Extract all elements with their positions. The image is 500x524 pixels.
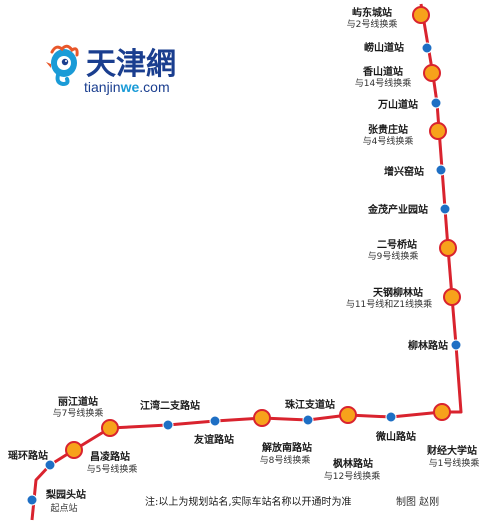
station-label-liyuantou: 梨园头站 — [45, 488, 86, 501]
station-marker-wanshan — [430, 97, 442, 109]
station-label-weikou: 微山路站 — [375, 430, 416, 443]
station-label-lijiang: 丽江道站 — [58, 395, 98, 408]
logo-domain-prefix: tianjin — [84, 79, 121, 95]
station-label-caijing: 财经大学站 — [426, 444, 477, 457]
station-marker-jinmao — [439, 203, 451, 215]
station-label-fenglin: 枫林路站 — [333, 457, 373, 470]
station-label-zhujiang: 珠江支道站 — [285, 398, 335, 411]
station-label-jiedong: 屿东城站 — [352, 6, 392, 19]
station-labels: 屿东城站 与2号线换乘 崂山道站 香山道站 与14号线换乘 万山道站 张贵庄站 … — [8, 6, 479, 514]
footer-note: 注:以上为规划站名,实际车站名称以开通时为准 — [145, 495, 352, 508]
station-label-jiangwan: 江湾二支路站 — [140, 399, 200, 412]
station-marker-liulinlu — [450, 339, 462, 351]
station-marker-fenglin — [339, 406, 357, 424]
transfer-label-xiangshan: 与14号线换乘 — [355, 77, 411, 89]
transfer-label-jiefangnan: 与8号线换乘 — [260, 454, 311, 466]
station-marker-liyuantou — [26, 494, 38, 506]
logo-domain-highlight: we — [120, 79, 140, 95]
transfer-label-fenglin: 与12号线换乘 — [324, 470, 380, 482]
station-label-jinmao: 金茂产业园站 — [367, 203, 428, 216]
station-marker-changling — [65, 441, 83, 459]
station-label-tiangang: 天钢柳林站 — [373, 286, 423, 299]
station-label-erhaoqiao: 二号桥站 — [377, 238, 417, 251]
logo-domain: tianjinwe.com — [84, 79, 170, 95]
transfer-label-zhanggui: 与4号线换乘 — [363, 135, 414, 147]
logo-title: 天津網 — [86, 47, 176, 82]
station-markers — [26, 6, 462, 506]
station-label-zhanggui: 张贵庄站 — [368, 123, 408, 136]
station-marker-xiangshan — [423, 64, 441, 82]
station-marker-zhujiang — [302, 414, 314, 426]
station-label-liulinlu: 柳林路站 — [408, 339, 448, 352]
station-marker-weikou — [385, 411, 397, 423]
station-label-xiangshan: 香山道站 — [363, 65, 403, 78]
transfer-label-changling: 与5号线换乘 — [87, 463, 138, 475]
transfer-label-lijiang: 与7号线换乘 — [53, 407, 104, 419]
station-marker-jiedong — [412, 6, 430, 24]
station-marker-erhaoqiao — [439, 239, 457, 257]
station-marker-jiefangnan — [253, 409, 271, 427]
station-marker-jiangwan — [162, 419, 174, 431]
station-marker-xiaoshan — [421, 42, 433, 54]
station-label-jiefangnan: 解放南路站 — [262, 441, 312, 454]
station-label-wanshan: 万山道站 — [377, 98, 418, 111]
transfer-label-tiangang: 与11号线和Z1线换乘 — [346, 298, 432, 310]
transfer-label-caijing: 与1号线换乘 — [429, 457, 480, 469]
transfer-label-jiedong: 与2号线换乘 — [347, 18, 398, 30]
station-marker-yaohuan — [44, 459, 56, 471]
logo: 天津網 tianjinwe.com — [46, 44, 176, 95]
station-marker-zhanggui — [429, 122, 447, 140]
station-marker-caijing — [433, 403, 451, 421]
footer-credit: 制图 赵刚 — [396, 495, 439, 508]
station-marker-tiangang — [443, 288, 461, 306]
station-label-changling: 昌凌路站 — [90, 450, 130, 463]
station-label-yaohuan: 瑶环路站 — [8, 449, 48, 462]
station-label-zengxing: 增兴窑站 — [384, 165, 424, 178]
station-marker-youyi — [209, 415, 221, 427]
transfer-label-erhaoqiao: 与9号线换乘 — [368, 250, 419, 262]
station-marker-lijiang — [101, 419, 119, 437]
seahorse-icon — [46, 44, 79, 87]
station-label-youyi: 友谊路站 — [194, 433, 234, 446]
terminal-label-liyuantou: 起点站 — [50, 502, 77, 514]
station-marker-zengxing — [435, 164, 447, 176]
station-label-xiaoshan: 崂山道站 — [364, 41, 404, 54]
logo-domain-suffix: .com — [139, 79, 169, 95]
